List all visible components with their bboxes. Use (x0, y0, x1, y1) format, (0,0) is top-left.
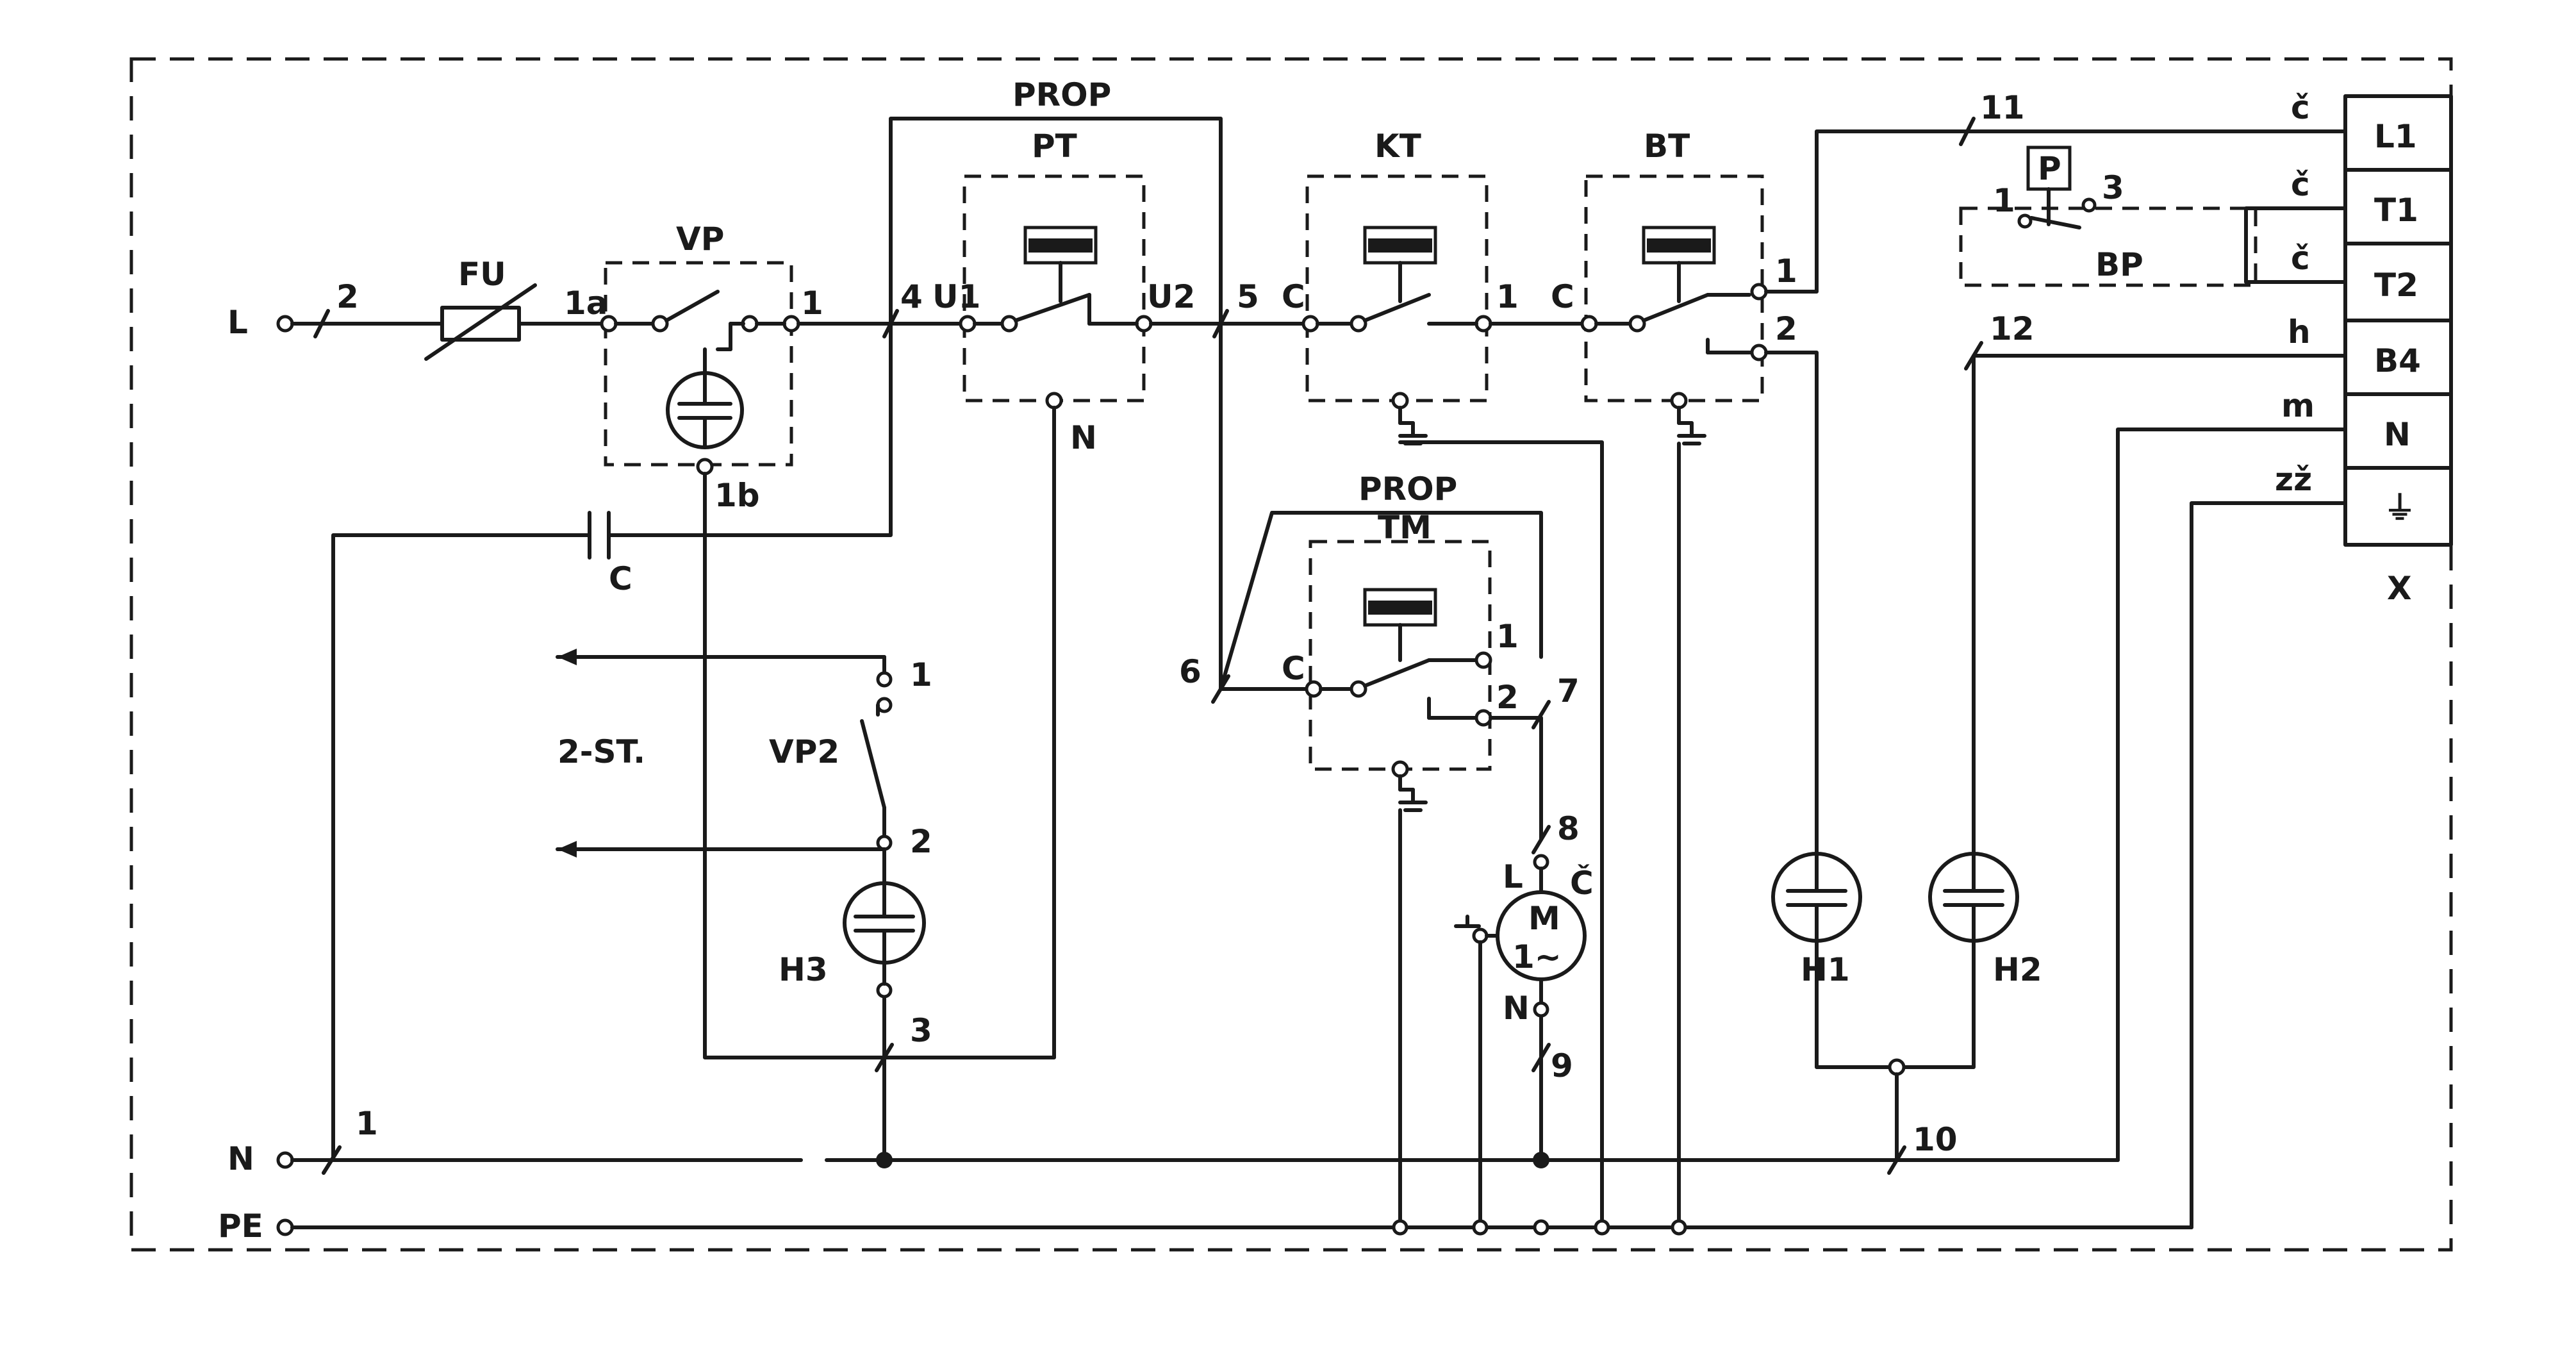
wire-num-9: 9 (1551, 1047, 1573, 1084)
color-b4: h (2288, 313, 2311, 351)
label-bt: BT (1644, 128, 1690, 165)
label-m-phase: 1~ (1512, 938, 1562, 975)
wire-num-4: 4 (900, 278, 923, 315)
label-vp2: VP2 (769, 733, 839, 770)
h1-lamp (1771, 852, 1862, 943)
wire-num-6: 6 (1179, 653, 1201, 690)
label-x: X (2387, 570, 2412, 607)
motor-pin-l: L (1503, 858, 1523, 895)
wire-num-10: 10 (1913, 1121, 1958, 1158)
tm-pin-2: 2 (1496, 679, 1519, 716)
color-l1: č (2291, 89, 2310, 126)
bp-pin-1: 1 (1993, 182, 2015, 219)
l-line (276, 283, 611, 361)
pt-thermostat (959, 226, 1153, 410)
terminal-t1: T1 (2374, 192, 2418, 229)
vp-pin-1: 1 (801, 285, 823, 322)
terminal-block-x (2343, 94, 2453, 547)
kt-box (1305, 174, 1489, 403)
h2-lamp (1928, 852, 2019, 943)
pt-pin-n: N (1070, 419, 1097, 456)
bt-pin-c: C (1551, 278, 1574, 315)
pt-pin-u2: U2 (1147, 278, 1195, 315)
label-h1: H1 (1801, 951, 1850, 988)
h3-lamp (843, 881, 926, 1162)
bp-pin-3: 3 (2102, 169, 2124, 206)
label-pe: PE (218, 1208, 263, 1245)
color-t2: č (2291, 240, 2310, 277)
label-2st: 2-ST. (557, 733, 645, 770)
bt-pin-1: 1 (1775, 253, 1797, 290)
label-bp: BP (2095, 246, 2143, 283)
kt-pin-1: 1 (1496, 278, 1519, 315)
tm-pin-1: 1 (1496, 618, 1519, 655)
tm-pin-c: C (1282, 650, 1305, 687)
bt-pin-2: 2 (1775, 310, 1797, 347)
label-c: C (609, 560, 632, 597)
wire-num-12: 12 (1990, 310, 2035, 347)
vp2-pin-2: 2 (910, 823, 932, 860)
motor-pin-n: N (1503, 990, 1530, 1027)
kt-pin-c: C (1282, 278, 1305, 315)
label-fu: FU (458, 256, 506, 293)
wire-num-8: 8 (1557, 810, 1580, 847)
label-vp: VP (676, 220, 724, 258)
label-kt: KT (1375, 128, 1421, 165)
label-n: N (227, 1140, 254, 1177)
wire-num-7: 7 (1557, 672, 1580, 710)
motor-pin-c: Č (1570, 864, 1594, 902)
pt-pin-u1: U1 (932, 278, 980, 315)
outer-frame (129, 57, 2453, 1252)
bp-box (1959, 206, 2258, 287)
vp2-pin-1: 1 (910, 656, 932, 693)
motor-m (1454, 854, 1587, 1229)
label-tm: TM (1378, 509, 1432, 546)
vp-pin-1a: 1a (564, 285, 608, 322)
label-m: M (1528, 900, 1560, 937)
terminal-n: N (2384, 416, 2411, 453)
wire-num-2: 2 (336, 278, 359, 315)
wire-num-11: 11 (1980, 89, 2025, 126)
wire-num-1: 1 (356, 1105, 378, 1142)
bt-thermostat (1580, 226, 1768, 445)
label-prop-top: PROP (1012, 76, 1111, 113)
wire-num-5: 5 (1237, 278, 1259, 315)
vp-switch (600, 290, 800, 476)
label-l: L (227, 304, 248, 341)
color-pe: zž (2275, 461, 2312, 498)
terminal-l1: L1 (2374, 118, 2417, 155)
label-pt: PT (1032, 128, 1077, 165)
terminal-b4: B4 (2374, 342, 2421, 379)
bt-box (1584, 174, 1764, 403)
label-prop-mid: PROP (1358, 470, 1457, 508)
vp-box (604, 261, 793, 467)
terminal-t2: T2 (2374, 267, 2418, 304)
color-t1: č (2291, 166, 2310, 203)
vp2-pin-3: 3 (910, 1012, 932, 1049)
vp-pin-1b: 1b (714, 477, 760, 514)
tm-thermostat (1219, 588, 1492, 812)
label-h3: H3 (779, 951, 828, 988)
label-h2: H2 (1993, 951, 2042, 988)
label-p: P (2038, 150, 2061, 187)
bp-switch (2017, 145, 2097, 229)
vp2-switch (556, 649, 893, 886)
kt-thermostat (1301, 226, 1492, 445)
color-n: m (2281, 387, 2315, 424)
pt-box (962, 174, 1146, 403)
terminal-pe: ⏚ (2384, 490, 2416, 527)
